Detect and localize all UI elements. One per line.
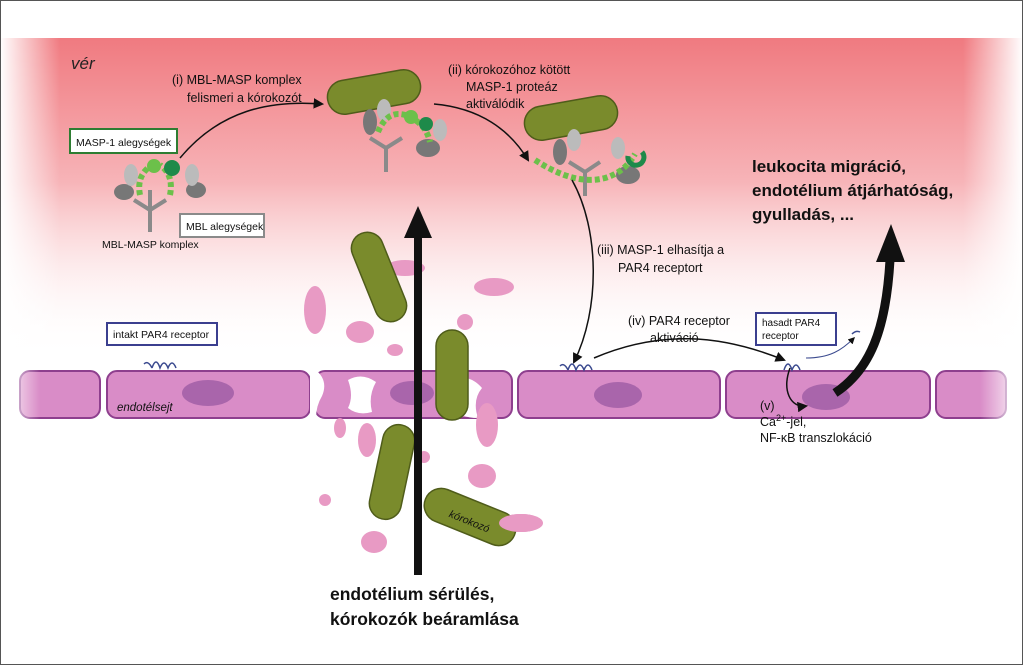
step2-label-line3: aktiválódik	[466, 97, 525, 111]
outcome-label-line3: gyulladás, ...	[752, 205, 854, 224]
endothelial-cell-label: endotélsejt	[117, 402, 173, 414]
cleaved-par4-label-line1: hasadt PAR4	[762, 318, 821, 329]
cell-nucleus	[594, 382, 642, 408]
injury-label-line1: endotélium sérülés,	[330, 584, 494, 604]
flow-arrow-step3	[571, 179, 594, 364]
flow-arrow-step2	[433, 103, 530, 162]
blood-label: vér	[71, 54, 96, 73]
flow-arrow-step4	[593, 337, 786, 362]
step5-label-line3: NF-κB transzlokáció	[760, 431, 872, 445]
cell-fragment	[361, 531, 387, 553]
masp1-label: MASP-1 alegységek	[76, 137, 172, 149]
step3-label-line1: (iii) MASP-1 elhasítja a	[597, 243, 724, 257]
pathogen-rod	[368, 423, 416, 521]
cell-fragment	[334, 418, 346, 438]
step5-label-line2: Ca2+-jel,	[760, 413, 806, 429]
cell-nucleus	[182, 380, 234, 406]
step1-label-line2: felismeri a kórokozót	[187, 91, 302, 105]
complex-label: MBL-MASP komplex	[102, 239, 199, 251]
step4-label-line2: aktiváció	[650, 331, 699, 345]
mbl-masp-complex-bound	[363, 99, 447, 172]
cleaved-par4-receptor	[783, 363, 801, 373]
cell-fragment	[304, 286, 326, 334]
masp1-label-box	[69, 128, 178, 154]
intact-par4-label-box	[106, 322, 218, 346]
mbl-masp-complex-activated	[533, 129, 647, 196]
injury-label-line2: kórokozók beáramlása	[330, 609, 519, 629]
mbl-label: MBL alegységek	[186, 221, 264, 233]
step2-label-line2: MASP-1 proteáz	[466, 80, 558, 94]
blood-region	[0, 38, 1023, 358]
pathogen-rod	[326, 69, 422, 115]
injury-arrow	[404, 206, 432, 575]
pathogen-rod	[350, 231, 408, 323]
par4-receptor-cleaving	[559, 363, 593, 373]
mbl-masp-complex-free	[114, 159, 206, 232]
endothelium-layer	[0, 365, 1023, 425]
pathogen-rod	[423, 487, 517, 547]
flow-arrow-step1	[179, 98, 325, 159]
step5-label-line1: (v)	[760, 399, 775, 413]
mbl-label-box	[179, 213, 265, 238]
pathogens	[326, 69, 619, 547]
cleaved-par4-label-line2: receptor	[762, 331, 799, 342]
step1-label-line1: (i) MBL-MASP komplex	[172, 73, 302, 87]
cell-fragment	[499, 514, 543, 532]
intact-par4-label: intakt PAR4 receptor	[113, 329, 210, 341]
layer-fade-left	[0, 365, 40, 425]
damage-gap	[348, 376, 376, 414]
cell-fragment	[457, 314, 473, 330]
intact-par4-receptor	[143, 361, 177, 371]
step4-label-line1: (iv) PAR4 receptor	[628, 314, 730, 328]
outcome-arrow	[832, 224, 905, 397]
layer-fade-right	[980, 365, 1023, 425]
cell-fragment	[319, 494, 331, 506]
cleaved-par4-label-box	[755, 312, 837, 346]
cell-fragment	[476, 403, 498, 447]
cell-fragment	[346, 321, 374, 343]
blood-fade-left	[0, 38, 60, 358]
cell-fragment	[468, 464, 496, 488]
cell-nucleus	[390, 381, 434, 405]
cell-fragment	[474, 278, 514, 296]
blood-fade-right	[963, 38, 1023, 358]
step2-label-line1: (ii) kórokozóhoz kötött	[448, 63, 571, 77]
cleaved-fragment	[851, 330, 861, 335]
step3-label-line2: PAR4 receptort	[618, 261, 703, 275]
outcome-label-line1: leukocita migráció,	[752, 157, 906, 176]
flow-arrow-step5	[786, 367, 809, 413]
pathogen-rod	[435, 329, 469, 421]
outcome-label-line2: endotélium átjárhatóság,	[752, 181, 953, 200]
cell-fragment	[358, 423, 376, 457]
damage-gap	[310, 372, 325, 418]
cell-fragment	[387, 344, 403, 356]
flow-arrow-cleaved	[805, 337, 855, 359]
